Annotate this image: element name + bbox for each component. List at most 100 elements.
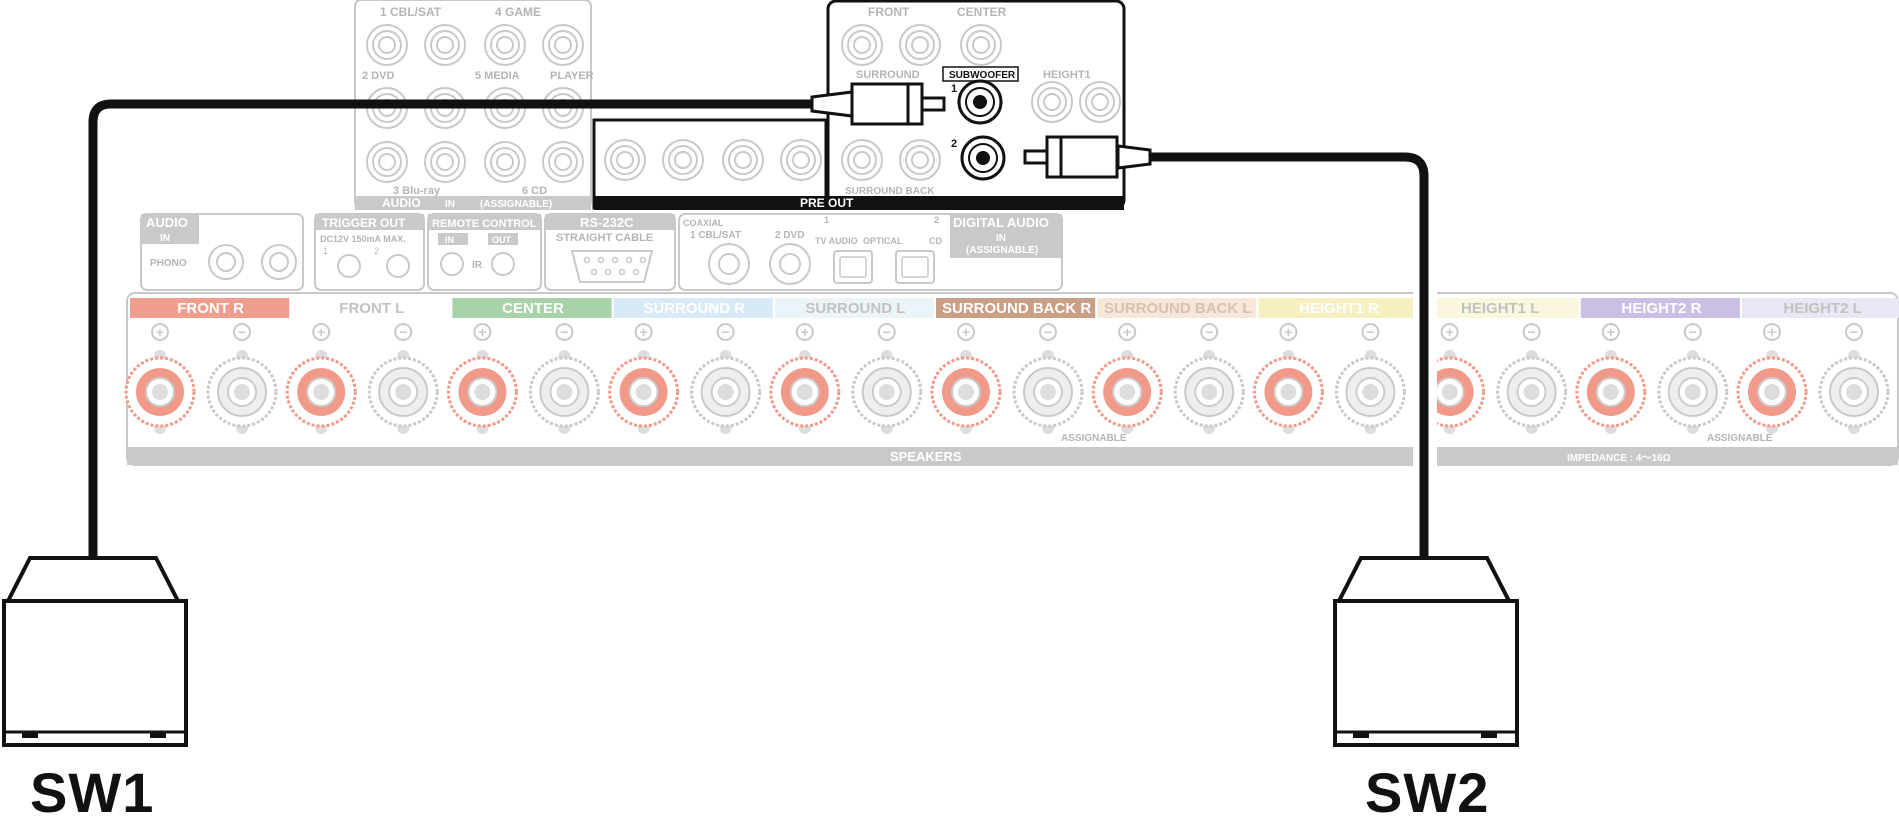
rs232c-label: RS-232C	[580, 215, 634, 230]
optical-2-label: 2	[934, 215, 939, 225]
speaker-channel-label: HEIGHT1 R	[1299, 300, 1379, 317]
phono-in-label: IN	[160, 233, 170, 244]
speaker-channel-label: HEIGHT2 L	[1783, 300, 1861, 317]
speaker-channel-label: HEIGHT1 L	[1461, 300, 1539, 317]
digital-assignable-label: (ASSIGNABLE)	[966, 245, 1038, 256]
minus-label: −	[1689, 324, 1697, 340]
speaker-channel-header	[1419, 298, 1579, 318]
middle-row: AUDIO IN PHONO TRIGGER OUT DC12V 150mA M…	[140, 213, 1063, 291]
audio-in-jack	[424, 24, 466, 66]
plus-label: +	[1123, 324, 1131, 340]
minus-sign	[877, 323, 896, 341]
speaker-channel-header	[130, 298, 290, 318]
remote-in-label: IN	[445, 235, 454, 245]
speaker-channel-header	[774, 298, 934, 318]
speaker-channel-header	[613, 298, 773, 318]
coaxial-label: COAXIAL	[683, 218, 724, 228]
minus-sign	[1522, 323, 1541, 341]
remote-control-label: REMOTE CONTROL	[432, 218, 537, 230]
audio-in-jack	[484, 141, 526, 183]
plus-label: +	[801, 324, 809, 340]
subwoofer-2-number: 2	[951, 138, 957, 150]
audio-in-label-6: 6 CD	[522, 185, 547, 197]
audio-in-label-1: 1 CBL/SAT	[380, 5, 442, 19]
sw1-plug-boot	[810, 90, 854, 118]
minus-label: −	[560, 324, 568, 340]
speaker-channel-label: SURROUND BACK L	[1104, 300, 1252, 317]
pre-out-jack	[722, 139, 764, 181]
plus-label: +	[1607, 324, 1615, 340]
pre-out-surround-back-label: SURROUND BACK	[845, 186, 935, 197]
plus-sign	[795, 323, 814, 341]
plus-sign	[151, 323, 169, 341]
pre-out-height1-l-jack	[1079, 81, 1121, 123]
sw1-label: SW1	[30, 761, 155, 824]
pre-out-surround-back-r-jack	[841, 139, 883, 181]
audio-in-label-3: 3 Blu-ray	[393, 185, 441, 197]
speaker-channel-header	[1580, 298, 1740, 318]
pre-out-surround-back-l-jack	[899, 139, 941, 181]
trigger-2-label: 2	[374, 246, 379, 256]
minus-sign	[1039, 323, 1057, 341]
pre-out-height1-r-jack	[1031, 81, 1073, 123]
audio-in-jack	[366, 141, 408, 183]
audio-in-label-4: 4 GAME	[495, 5, 541, 19]
audio-in-jack	[484, 24, 526, 66]
phono-audio-label: AUDIO	[146, 215, 188, 230]
optical-label: OPTICAL	[863, 236, 903, 246]
speaker-channel-header	[1097, 298, 1257, 318]
subwoofer-cables	[88, 79, 1429, 558]
minus-label: −	[1850, 324, 1858, 340]
impedance-label: IMPEDANCE : 4～16Ω	[1567, 453, 1671, 464]
audio-in-group-label: AUDIO	[382, 196, 421, 210]
pre-out-jack	[662, 139, 704, 181]
minus-label: −	[1366, 324, 1374, 340]
minus-label: −	[399, 324, 407, 340]
optical-cd-label: CD	[929, 236, 942, 246]
minus-label: −	[1205, 324, 1213, 340]
pre-out-height1-label: HEIGHT1	[1043, 69, 1091, 81]
subwoofer-1-number: 1	[951, 83, 957, 95]
minus-sign	[233, 323, 251, 341]
plus-label: +	[962, 324, 970, 340]
speaker-channel-header	[452, 298, 612, 318]
plus-sign	[634, 323, 653, 341]
plus-sign	[473, 323, 492, 341]
speaker-channel-header	[1258, 298, 1418, 318]
sw2-plug-body	[1045, 135, 1119, 179]
pre-out-jack	[604, 139, 646, 181]
plus-label: +	[478, 324, 486, 340]
plus-label: +	[156, 324, 164, 340]
tv-audio-label: TV AUDIO	[815, 236, 858, 246]
sw2-plug-boot	[1116, 144, 1152, 170]
plus-sign	[312, 323, 331, 341]
speaker-channel-header	[936, 298, 1096, 318]
pre-out-front-label: FRONT	[868, 5, 910, 19]
trigger-spec-label: DC12V 150mA MAX.	[320, 234, 406, 244]
coaxial-1-label: 1 CBL/SAT	[690, 230, 741, 241]
straight-cable-label: STRAIGHT CABLE	[556, 232, 653, 244]
subwoofer-sw2	[1333, 556, 1519, 747]
speaker-channel-header	[291, 298, 451, 318]
plus-label: +	[1284, 324, 1292, 340]
minus-sign	[1845, 323, 1863, 341]
pre-out-center-jack	[960, 24, 1002, 66]
pre-out-front-r-jack	[841, 24, 883, 66]
audio-in-assignable-label: (ASSIGNABLE)	[480, 199, 552, 210]
remote-out-label: OUT	[492, 235, 512, 245]
speaker-terminals: +−+−+−+−+−+−+−+−+−+−+−	[124, 323, 1890, 434]
speaker-channel-label: CENTER	[502, 300, 564, 317]
coaxial-2-label: 2 DVD	[775, 230, 804, 241]
speaker-channel-label: SURROUND L	[805, 300, 905, 317]
pre-out-jack	[780, 139, 822, 181]
speaker-channel-header	[1742, 298, 1899, 318]
plus-label: +	[317, 324, 325, 340]
plus-label: +	[1446, 324, 1454, 340]
minus-sign	[1683, 323, 1702, 341]
pre-out-surround-label: SURROUND	[856, 69, 920, 81]
minus-label: −	[883, 324, 891, 340]
